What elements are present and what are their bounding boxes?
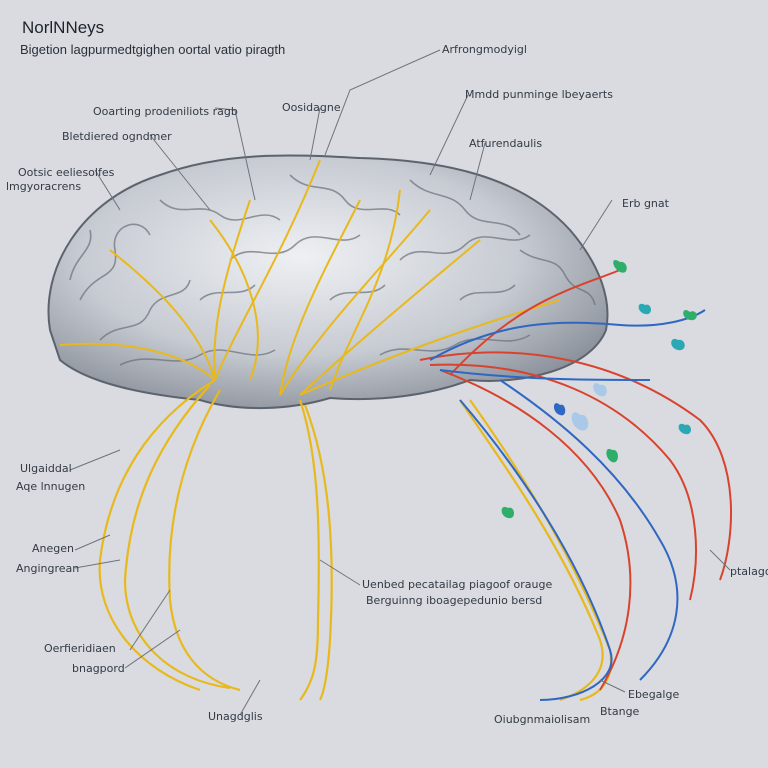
- leader-lines: [69, 49, 731, 716]
- label-top-center: Oosidagne: [282, 101, 341, 114]
- label-bottom-right-1: Ebegalge: [628, 688, 680, 701]
- label-upper-left-1: Ooarting prodeniliots ragb: [93, 105, 238, 118]
- label-left-low-1: Anegen: [32, 542, 74, 555]
- label-left-outer-1: Ootsic eeliesolfes: [18, 166, 115, 179]
- nerves-yellow-cortex: [59, 159, 561, 396]
- label-arbor-right: Atfurendaulis: [469, 137, 543, 150]
- label-left-outer-2: lmgyoracrens: [6, 180, 82, 193]
- label-left-mid-1: Ulgaiddal: [20, 462, 72, 475]
- label-bottom-center: Unagdglis: [208, 710, 263, 723]
- label-upper-left-2: Bletdiered ogndmer: [62, 130, 172, 143]
- diagram-subtitle: Bigetion lagpurmedtgighen oortal vatio p…: [20, 42, 286, 57]
- label-bottom-left-1: Oerfieridiaen: [44, 642, 116, 655]
- nerve-endings: [501, 259, 697, 519]
- nerves-yellow-descending: [98, 379, 613, 702]
- label-center-note-2: Berguinng iboagepedunio bersd: [366, 594, 543, 607]
- label-top-right: Arfrongmodyigl: [442, 43, 527, 56]
- label-right-edge: ptalago: [730, 565, 768, 578]
- label-eje: Erb gnat: [622, 197, 669, 210]
- nerves-blue: [429, 309, 706, 701]
- brain-cerebrum: [47, 154, 609, 409]
- diagram-title: NorlNNeys: [22, 18, 105, 37]
- label-left-low-2: Angingrean: [16, 562, 80, 575]
- label-bottom-right-3: Btange: [600, 705, 640, 718]
- label-bottom-left-2: bnagpord: [72, 662, 125, 675]
- brain-gyri: [69, 174, 596, 366]
- label-upper-right: Mmdd punminge lbeyaerts: [465, 88, 613, 101]
- label-bottom-right-2: Oiubgnmaiolisam: [494, 713, 591, 726]
- nerves-red: [419, 269, 733, 691]
- label-center-note-1: Uenbed pecatailag piagoof orauge: [362, 578, 553, 591]
- label-left-mid-2: Aqe lnnugen: [16, 480, 86, 493]
